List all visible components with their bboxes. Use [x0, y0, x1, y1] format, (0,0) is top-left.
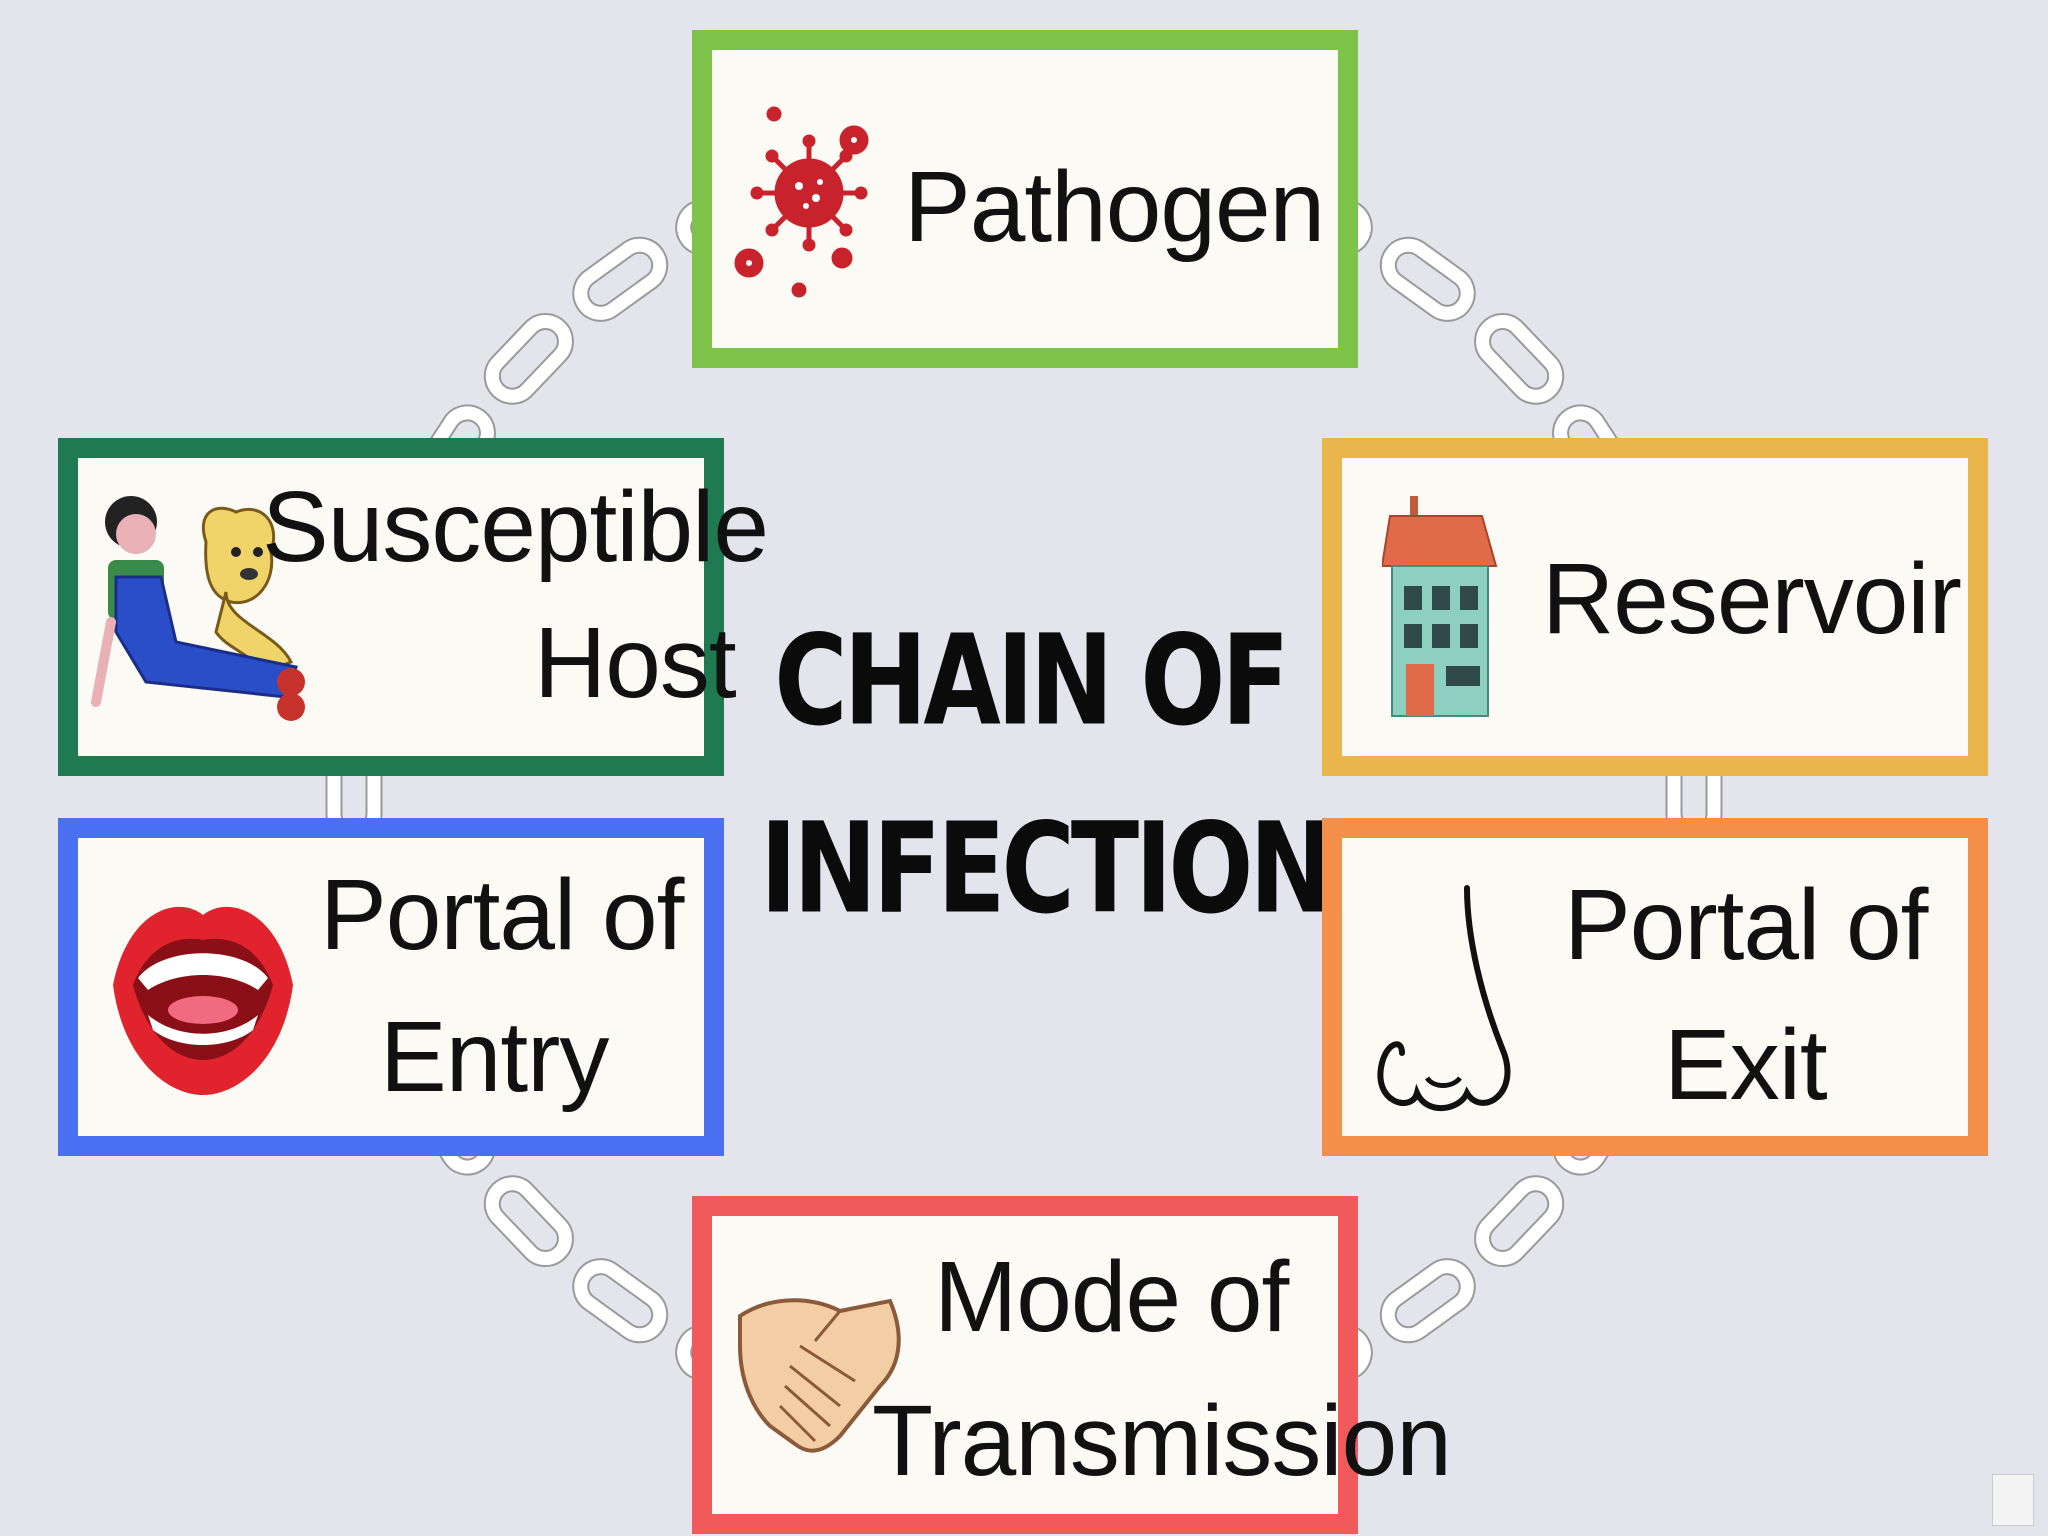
- diagram-title-line1: CHAIN OF: [774, 607, 1290, 754]
- diagram-title-line2: INFECTION: [760, 795, 1333, 942]
- chain-link: [1381, 238, 1474, 320]
- card-portal-of-entry-line1: Portal of: [320, 859, 684, 971]
- card-portal-of-exit-line2: Exit: [1664, 1009, 1828, 1121]
- chain-link: [1381, 1260, 1474, 1342]
- card-reservoir-label: Reservoir: [1542, 543, 1962, 655]
- card-reservoir: Reservoir: [1322, 438, 1988, 776]
- card-susceptible-host-line2: Host: [534, 607, 737, 719]
- child-and-dog-icon: [91, 496, 305, 721]
- chain-link: [1476, 314, 1563, 403]
- handshake-icon: [738, 1298, 901, 1453]
- logo-icon: [1992, 1474, 2034, 1526]
- card-susceptible-host-line1: Susceptible: [262, 471, 769, 583]
- card-mode-of-transmission-line1: Mode of: [934, 1241, 1289, 1353]
- chain-link: [574, 238, 667, 320]
- card-pathogen-label: Pathogen: [904, 151, 1325, 263]
- nose-icon: [1377, 885, 1511, 1112]
- card-portal-of-entry: Portal of Entry: [58, 818, 724, 1156]
- house-icon: [1382, 496, 1498, 717]
- virus-icon: [734, 106, 869, 298]
- card-susceptible-host: Susceptible Host: [58, 438, 769, 776]
- card-portal-of-exit-line1: Portal of: [1564, 869, 1928, 981]
- chain-link: [485, 1177, 572, 1266]
- chain-link: [1476, 1177, 1563, 1266]
- card-mode-of-transmission: Mode of Transmission: [692, 1196, 1452, 1534]
- card-pathogen: Pathogen: [692, 30, 1358, 368]
- chain-link: [485, 314, 572, 403]
- mouth-icon: [113, 906, 293, 1095]
- card-portal-of-entry-line2: Entry: [380, 1001, 609, 1113]
- card-mode-of-transmission-line2: Transmission: [872, 1385, 1452, 1497]
- chain-link: [574, 1260, 667, 1342]
- card-portal-of-exit: Portal of Exit: [1322, 818, 1988, 1156]
